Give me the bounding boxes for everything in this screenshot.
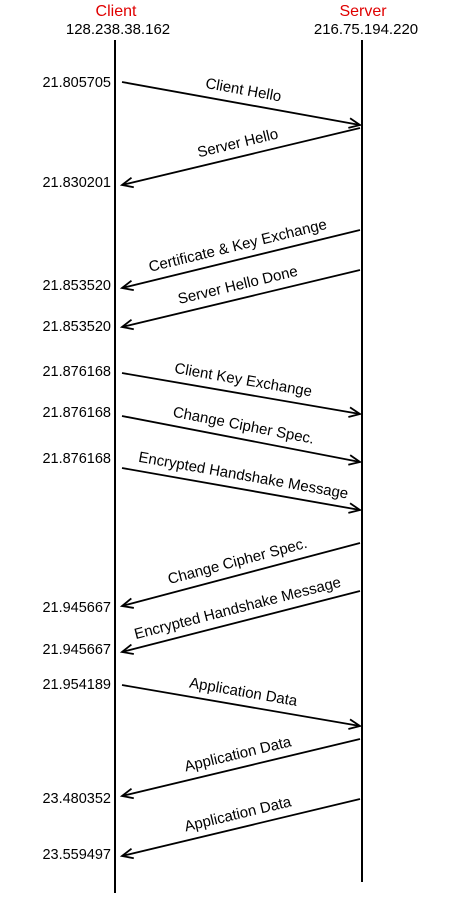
message-timestamp: 21.876168 — [42, 364, 111, 380]
message-timestamp: 21.954189 — [42, 677, 111, 693]
message-label: Certificate & Key Exchange — [147, 216, 328, 276]
arrowhead-icon — [119, 847, 134, 860]
message-2: Server Hello 21.830201 — [42, 125, 361, 191]
arrowhead-icon — [119, 787, 134, 800]
message-timestamp: 21.805705 — [42, 75, 111, 91]
message-arrow-line — [121, 127, 361, 186]
arrowhead-icon — [348, 406, 363, 418]
message-timestamp: 23.559497 — [42, 847, 111, 863]
arrowhead-icon — [119, 176, 134, 189]
message-label: Server Hello — [196, 125, 280, 161]
message-10: Application Data 21.954189 — [42, 675, 363, 730]
arrowhead-icon — [119, 279, 134, 292]
message-arrow-line — [121, 415, 361, 463]
client-title: Client — [96, 3, 137, 20]
arrowhead-icon — [348, 117, 363, 129]
message-1: Client Hello 21.805705 — [42, 75, 363, 129]
message-arrow-line — [121, 372, 361, 415]
message-label: Application Data — [188, 675, 299, 710]
message-timestamp: 21.945667 — [42, 600, 111, 616]
message-arrow-line — [121, 590, 361, 653]
arrowhead-icon — [119, 643, 134, 655]
message-arrow-line — [121, 269, 361, 328]
message-timestamp: 21.853520 — [42, 278, 111, 294]
message-arrow-line — [121, 798, 361, 857]
message-arrow-line — [121, 684, 361, 727]
message-timestamp: 21.853520 — [42, 319, 111, 335]
message-timestamp: 21.945667 — [42, 642, 111, 658]
arrowhead-icon — [348, 502, 363, 514]
message-arrow-line — [121, 467, 361, 511]
server-title: Server — [339, 3, 387, 20]
message-arrow-line — [121, 81, 361, 126]
arrowhead-icon — [119, 318, 134, 331]
client-ip: 128.238.38.162 — [66, 21, 170, 38]
message-timestamp: 21.876168 — [42, 451, 111, 467]
arrowhead-icon — [119, 597, 134, 609]
server-ip: 216.75.194.220 — [314, 21, 418, 38]
message-arrow-line — [121, 229, 361, 289]
arrowhead-icon — [348, 718, 363, 730]
message-timestamp: 21.876168 — [42, 405, 111, 421]
message-label: Client Hello — [204, 75, 283, 105]
message-label: Encrypted Handshake Message — [133, 574, 343, 643]
message-arrow-line — [121, 542, 361, 607]
message-timestamp: 23.480352 — [42, 791, 111, 807]
message-arrow-line — [121, 738, 361, 797]
arrowhead-icon — [348, 454, 363, 466]
message-label: Change Cipher Spec. — [172, 404, 316, 448]
message-timestamp: 21.830201 — [42, 175, 111, 191]
